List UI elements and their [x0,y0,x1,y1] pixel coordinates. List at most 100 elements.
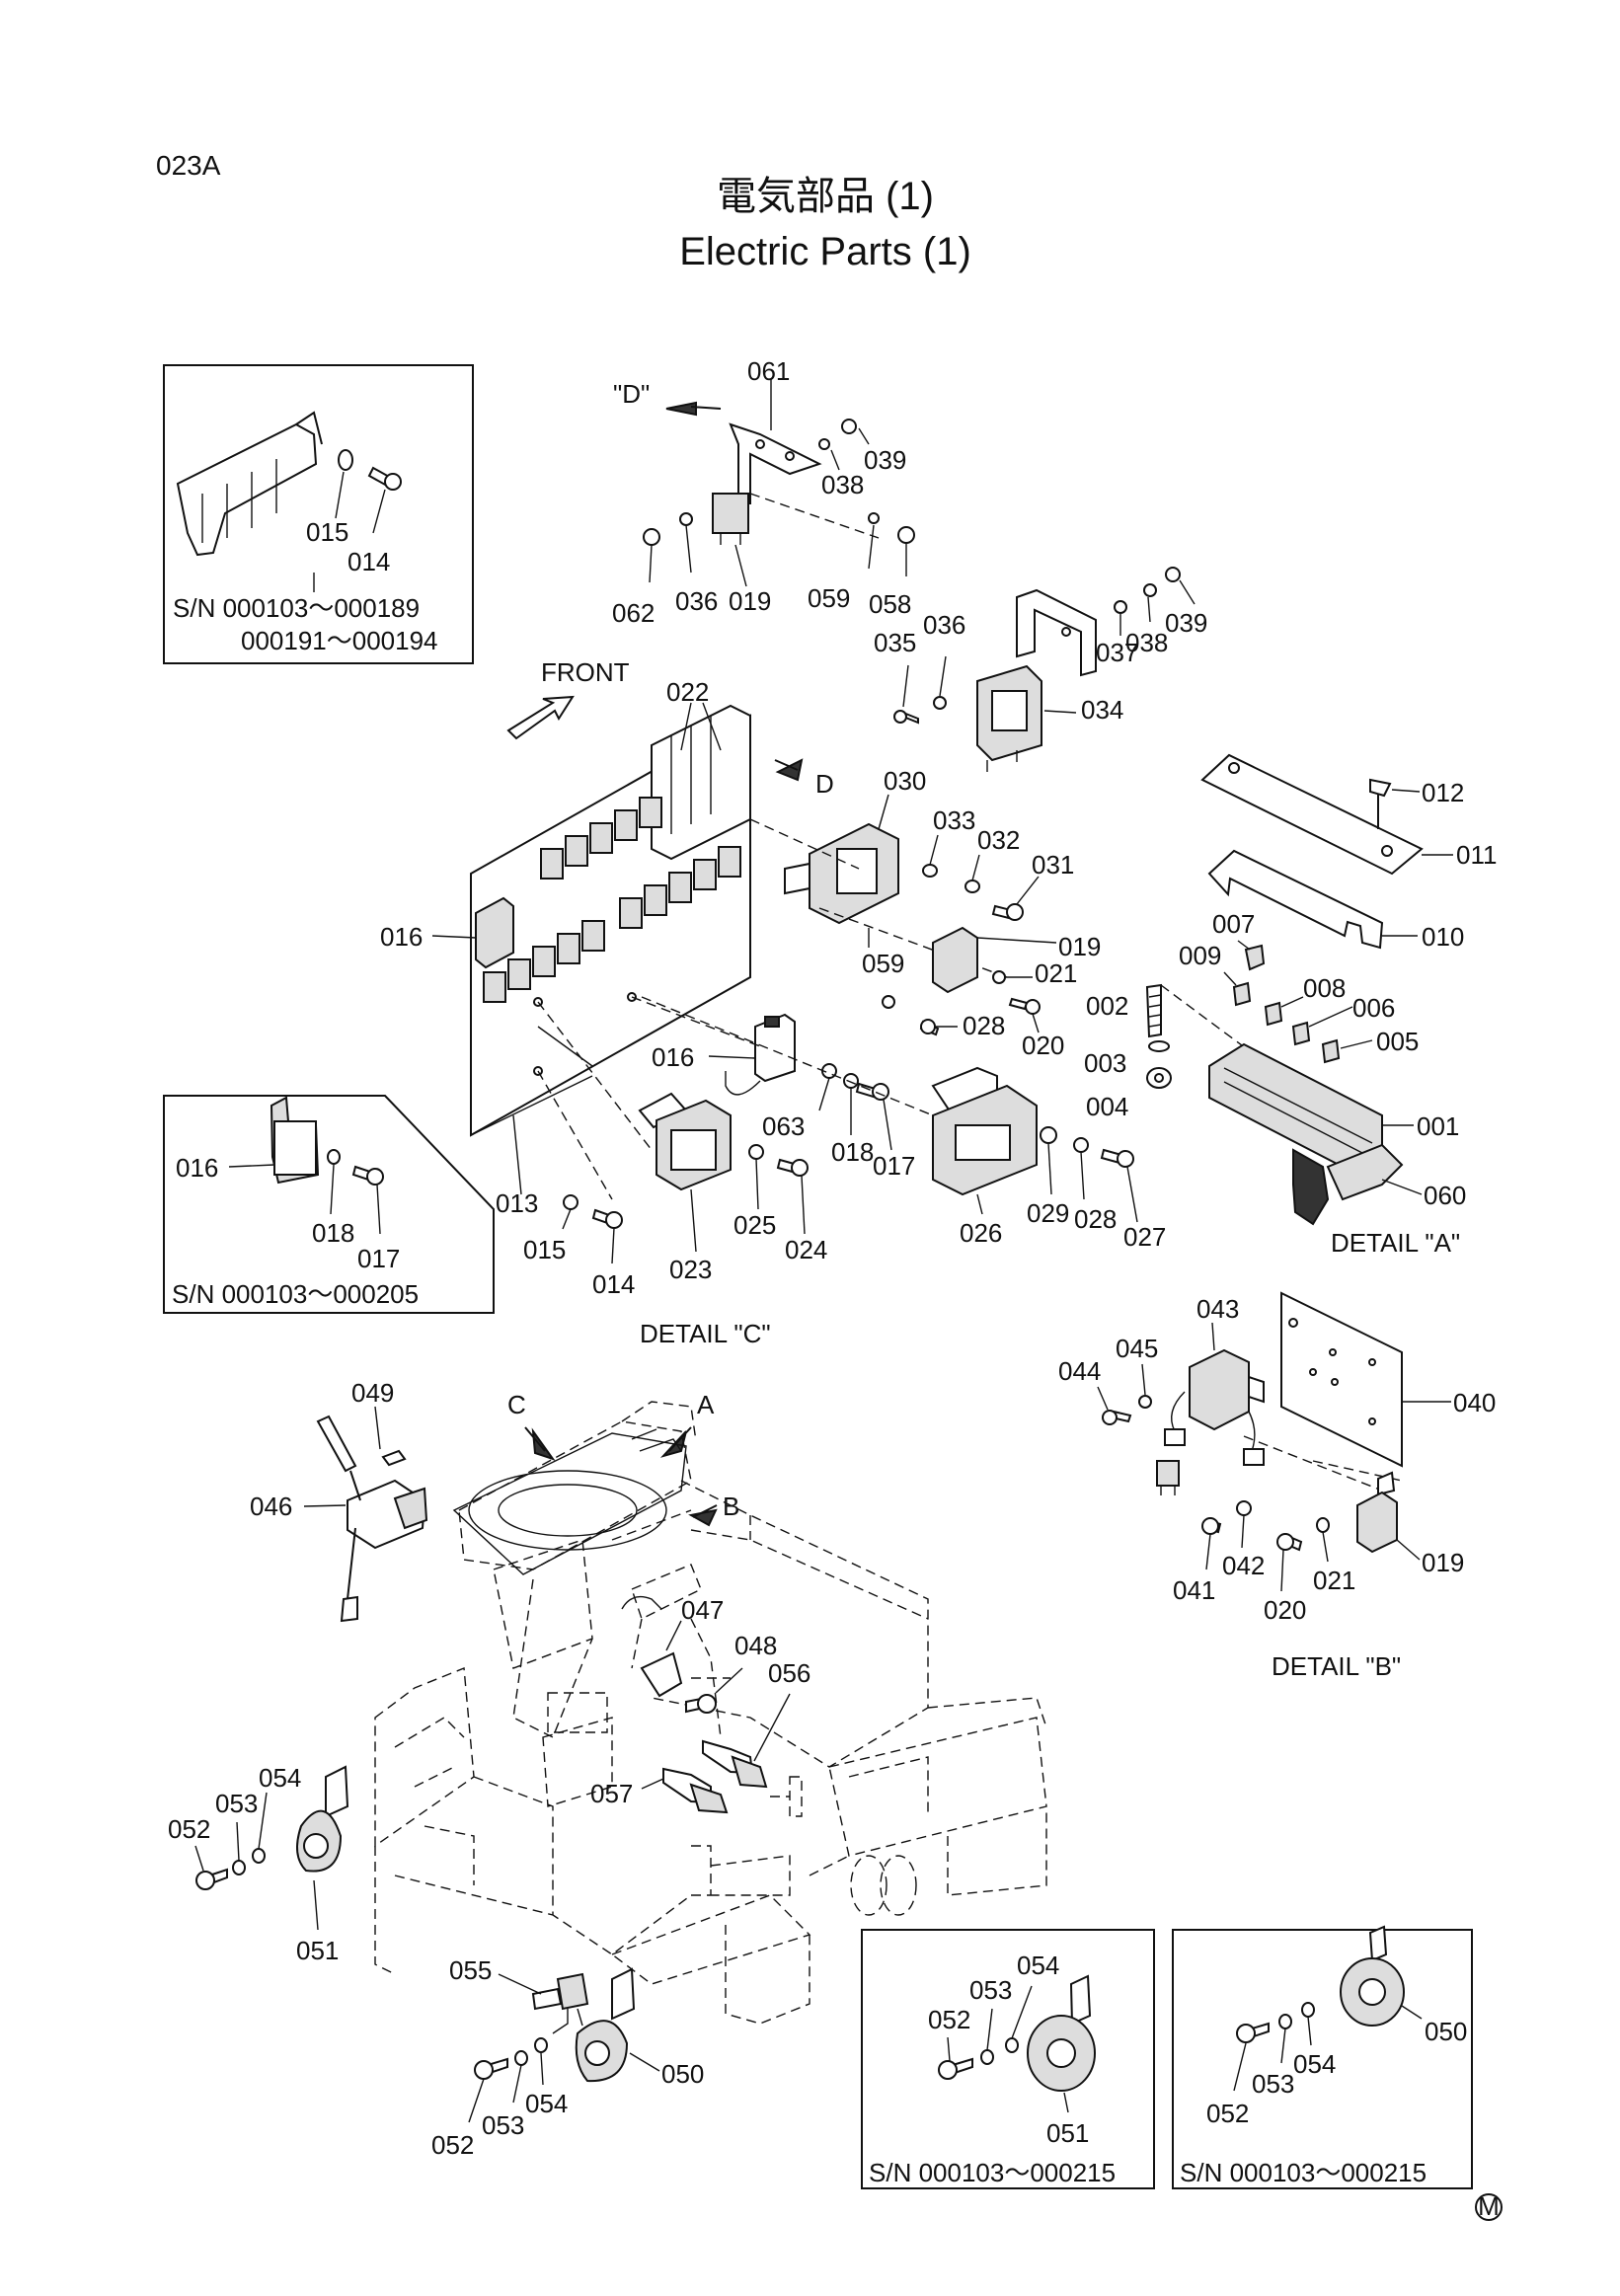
relay-group-034: 037 038 039 034 035 036 [874,567,1207,772]
svg-text:045: 045 [1116,1334,1158,1363]
svg-text:040: 040 [1453,1388,1496,1417]
svg-text:026: 026 [960,1218,1002,1248]
svg-text:059: 059 [808,583,850,613]
view-arrow-d-panel [774,758,804,782]
svg-text:030: 030 [884,766,926,796]
svg-text:002: 002 [1086,991,1128,1021]
svg-text:027: 027 [1123,1222,1166,1252]
inset-top-left: 015 014 S/N 000103～000189 000191～000194 [163,364,474,664]
svg-text:047: 047 [681,1595,724,1625]
svg-text:008: 008 [1303,973,1346,1003]
front-arrow [506,695,575,740]
svg-text:"D": "D" [613,379,650,409]
relay-bracket-group-top: "D" 061 038 039 062 036 019 059 058 [612,356,915,628]
svg-text:016: 016 [652,1042,694,1072]
view-arrow-d [665,401,722,417]
svg-text:050: 050 [661,2059,704,2089]
inset-bottom-middle: 051 054 053 052 S/N 000103～000215 [861,1929,1155,2189]
svg-text:054: 054 [525,2089,568,2118]
svg-text:005: 005 [1376,1027,1419,1056]
serial-range: S/N 000103～000189 [173,593,420,623]
svg-text:054: 054 [1293,2049,1336,2079]
inset-bottom-right: 050 054 053 052 S/N 000103～000215 [1172,1925,1473,2189]
title-japanese: 電気部品 (1) [717,175,934,218]
svg-text:021: 021 [1035,958,1077,988]
detail-a-fuse-box: 011 012 010 007 009 008 006 005 002 003 … [1084,753,1497,1258]
svg-text:020: 020 [1264,1595,1306,1625]
svg-text:037: 037 [1096,638,1138,667]
detail-b-panel: 040 043 045 044 042 041 019 021 [1058,1291,1496,1681]
svg-text:052: 052 [168,1814,210,1844]
svg-text:044: 044 [1058,1356,1101,1386]
serial-range: S/N 000103～000215 [1180,2158,1427,2187]
svg-text:014: 014 [592,1269,635,1299]
lever-switch-046: 049 046 [250,1378,428,1623]
svg-text:019: 019 [1422,1548,1464,1577]
svg-text:018: 018 [312,1218,354,1248]
svg-text:042: 042 [1222,1551,1265,1580]
svg-text:056: 056 [768,1658,810,1688]
svg-text:053: 053 [969,1975,1012,2005]
svg-text:C: C [507,1390,526,1419]
svg-text:036: 036 [923,610,965,640]
horn-051: 051 054 053 052 [168,1763,349,1965]
svg-text:025: 025 [733,1210,776,1240]
svg-text:018: 018 [831,1137,874,1167]
svg-text:022: 022 [666,677,709,707]
svg-text:001: 001 [1417,1111,1459,1141]
svg-text:059: 059 [862,949,904,978]
svg-text:054: 054 [259,1763,301,1793]
svg-text:049: 049 [351,1378,394,1408]
svg-text:048: 048 [734,1631,777,1660]
svg-text:D: D [815,769,834,799]
machine-body: C A B [374,1390,1047,2025]
svg-text:057: 057 [590,1779,633,1808]
svg-text:050: 050 [1425,2017,1467,2046]
svg-text:038: 038 [821,470,864,499]
svg-text:051: 051 [1046,2118,1089,2148]
svg-text:M: M [1478,2191,1500,2221]
relay-group-030: 030 033 032 031 019 059 021 020 028 [749,766,1101,1060]
horn-050: 055 050 054 053 052 [431,1955,704,2160]
svg-text:063: 063 [762,1111,805,1141]
svg-text:061: 061 [747,356,790,386]
svg-text:046: 046 [250,1492,292,1521]
svg-text:033: 033 [933,805,975,835]
svg-text:003: 003 [1084,1048,1126,1078]
svg-text:034: 034 [1081,695,1123,725]
detail-c-label: DETAIL "C" [640,1319,771,1348]
detail-b-label: DETAIL "B" [1272,1651,1401,1681]
switch-group: 047 048 056 057 [590,1595,810,1814]
svg-text:010: 010 [1422,922,1464,952]
svg-text:016: 016 [380,922,423,952]
svg-text:021: 021 [1313,1566,1355,1595]
serial-range: S/N 000103～000205 [172,1279,419,1309]
relay-group-023: 023 025 024 015 014 [523,1070,827,1299]
svg-text:052: 052 [431,2130,474,2160]
svg-text:013: 013 [496,1188,538,1218]
svg-text:028: 028 [963,1011,1005,1040]
svg-text:028: 028 [1074,1204,1117,1234]
svg-text:058: 058 [869,589,911,619]
svg-text:060: 060 [1424,1181,1466,1210]
view-arrow-c [524,1426,556,1461]
svg-text:039: 039 [864,445,906,475]
serial-range: 000191～000194 [241,626,438,655]
svg-text:055: 055 [449,1955,492,1985]
svg-text:035: 035 [874,628,916,657]
svg-text:007: 007 [1212,909,1255,939]
svg-text:051: 051 [296,1936,339,1965]
flasher-group-026: 026 029 028 027 [641,996,1166,1252]
svg-text:031: 031 [1032,850,1074,880]
svg-text:041: 041 [1173,1575,1215,1605]
svg-text:011: 011 [1456,840,1497,870]
svg-text:052: 052 [1206,2099,1249,2128]
view-arrow-b [688,1504,718,1527]
svg-text:019: 019 [729,586,771,616]
part-label: 015 [306,517,348,547]
svg-text:012: 012 [1422,778,1464,807]
svg-text:004: 004 [1086,1092,1128,1121]
svg-text:038: 038 [1125,628,1168,657]
front-label: FRONT [541,657,630,687]
